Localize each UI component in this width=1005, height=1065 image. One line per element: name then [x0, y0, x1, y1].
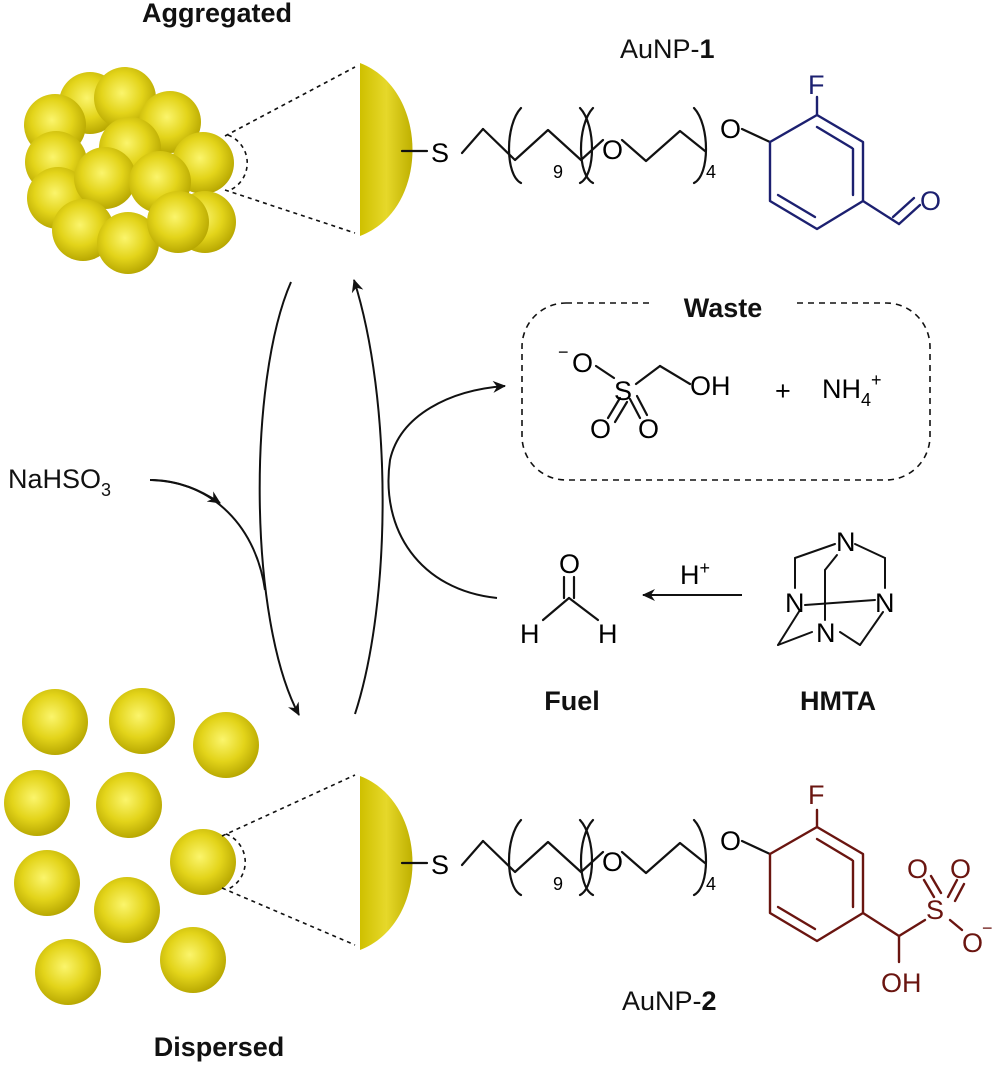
oxygen-atom: O	[962, 928, 983, 958]
acid-catalyst-label: H+	[680, 558, 710, 590]
nahso3-reagent-label: NaHSO3	[8, 464, 111, 500]
nanoparticle	[160, 927, 226, 993]
charge-minus: −	[982, 918, 993, 938]
hydrogen-atom: H	[520, 619, 540, 649]
oxygen-atom: O	[907, 854, 928, 884]
zoom-lines-top	[224, 66, 356, 234]
formaldehyde-molecule: O H H	[520, 549, 618, 649]
nitrogen-atom: N	[816, 618, 836, 648]
dispersed-nanoparticles	[4, 688, 259, 1005]
hydroxyl-group: OH	[881, 968, 922, 998]
nanoparticle	[74, 147, 136, 209]
cycle-arrows	[149, 279, 506, 716]
oxygen-atom: O	[559, 549, 580, 579]
nanoparticle	[94, 877, 160, 943]
hydroxyl-group: OH	[690, 371, 731, 401]
repeat-count-9: 9	[553, 162, 563, 182]
nanoparticle	[193, 712, 259, 778]
hydroxymethanesulfonate: − O S OH O O	[558, 342, 731, 444]
nanoparticle	[14, 850, 80, 916]
oxygen-atom: O	[920, 186, 941, 216]
repeat-count-4: 4	[706, 162, 716, 182]
fluorobenzaldehyde-group: F O	[768, 70, 941, 231]
fluorine-atom: F	[808, 70, 825, 100]
nitrogen-atom: N	[875, 588, 895, 618]
oxygen-atom: O	[590, 414, 611, 444]
plus-sign: +	[775, 376, 791, 406]
sulfur-atom: S	[614, 376, 632, 406]
nanoparticle	[35, 939, 101, 1005]
gold-hemisphere-top	[360, 63, 413, 236]
repeat-count-4: 4	[706, 874, 716, 894]
fluorine-atom: F	[808, 780, 825, 810]
nanoparticle	[22, 689, 88, 755]
nitrogen-atom: N	[836, 527, 856, 557]
sulfur-atom: S	[431, 138, 449, 168]
aunp1-label: AuNP-1	[620, 34, 715, 64]
oxygen-atom: −	[558, 342, 569, 362]
aggregated-nanoparticle-cluster	[24, 67, 236, 274]
hmta-label: HMTA	[800, 686, 876, 716]
waste-label: Waste	[684, 293, 763, 323]
fluoroaryl-hydroxysulfonate-group: F O O S O − OH	[768, 780, 993, 998]
dispersed-label: Dispersed	[154, 1032, 285, 1062]
nitrogen-atom: N	[785, 588, 805, 618]
oxygen-atom: O	[602, 135, 623, 165]
nanoparticle	[96, 772, 162, 838]
oxygen-atom: O	[720, 826, 741, 856]
aunp2-label: AuNP-2	[622, 986, 717, 1016]
sulfur-atom: S	[431, 850, 449, 880]
aunp2-ligand: S O O 9 4 F O O S	[400, 780, 993, 998]
nanoparticle	[109, 688, 175, 754]
fuel-label: Fuel	[544, 686, 600, 716]
waste-title-background	[654, 288, 792, 322]
nanoparticle	[4, 770, 70, 836]
ammonium-label: NH4+	[822, 370, 882, 410]
nanoparticle	[170, 829, 236, 895]
oxygen-atom: O	[638, 414, 659, 444]
aggregated-label: Aggregated	[142, 0, 292, 28]
down-arrow	[258, 281, 300, 716]
gold-hemisphere-bottom	[360, 776, 413, 950]
up-arrow	[351, 279, 384, 715]
aunp1-ligand: S O O 9 4 F O	[400, 70, 941, 231]
oxygen-atom: O	[602, 847, 623, 877]
hmta-molecule: N N N N	[777, 527, 895, 648]
nanoparticle	[147, 191, 209, 253]
nanoparticle	[97, 212, 159, 274]
oxygen-atom: O	[720, 114, 741, 144]
oxygen-atom: O	[950, 854, 971, 884]
repeat-count-9: 9	[553, 874, 563, 894]
nahso3-input-arrowhead	[151, 479, 221, 504]
oxygen-atom: O	[572, 348, 593, 378]
hydrogen-atom: H	[598, 619, 618, 649]
zoom-lines-bottom	[221, 774, 356, 946]
sulfur-atom: S	[926, 895, 944, 925]
fuel-to-waste-arrow	[387, 380, 506, 599]
